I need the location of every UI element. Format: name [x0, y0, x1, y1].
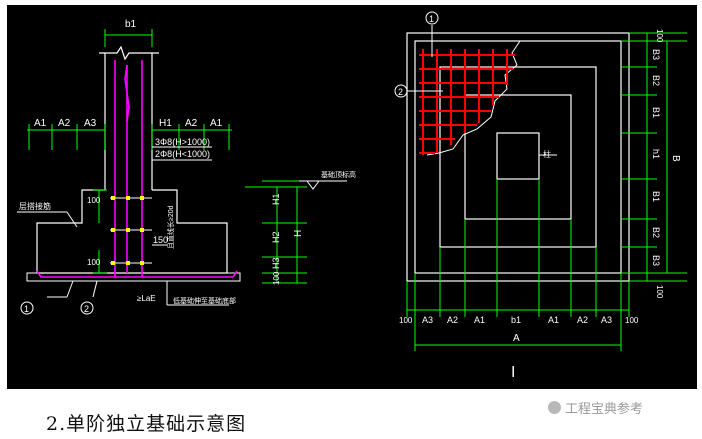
- bottom-note: ≥LaE: [137, 294, 156, 303]
- leaders: [47, 146, 229, 306]
- plan-view: [394, 11, 687, 351]
- label-a1-right: A1: [210, 118, 223, 129]
- rebar-note-1: 3Φ8(H>1000): [155, 137, 210, 147]
- label-h2: H2: [271, 231, 281, 243]
- bottom-dim-6: A2: [577, 315, 588, 325]
- side-dim-1: B3: [651, 49, 661, 60]
- column-label: 柱: [543, 149, 551, 159]
- section-labels: b1 A1 A2 A3 H1 A2 A1 3Φ8(H>1000) 2Φ8(H<1…: [19, 19, 356, 314]
- wechat-icon: [548, 401, 561, 414]
- plan-labels: 柱 1 2 100 B3 B2 B1 h1 B1 B2 B3 100 B 100…: [398, 14, 681, 381]
- side-dim-5: B1: [651, 191, 661, 202]
- side-dim-3: B1: [651, 107, 661, 118]
- label-h1: H1: [271, 193, 281, 205]
- bottom-dim-5: A1: [548, 315, 559, 325]
- column-outline: [99, 45, 159, 190]
- watermark: 工程宝典参考: [548, 398, 643, 417]
- callout-1-left: [20, 301, 34, 315]
- label-a2-right: A2: [185, 118, 198, 129]
- plan-column: [496, 132, 540, 180]
- watermark-text: 工程宝典参考: [565, 401, 644, 416]
- label-B: B: [670, 155, 681, 162]
- figure-caption: 2.单阶独立基础示意图: [46, 413, 247, 435]
- bottom-dim-3: A1: [474, 315, 485, 325]
- bottom-dim-8: 100: [625, 316, 639, 325]
- label-150: 150: [153, 235, 168, 245]
- side-dim-0: 100: [655, 29, 664, 43]
- callout-text-2-plan: 2: [398, 87, 403, 97]
- bottom-dim-0: 100: [399, 316, 413, 325]
- column-rebar: [36, 60, 238, 278]
- bottom-note-2: 低基础伸至基础底部: [173, 296, 236, 305]
- label-a2-left: A2: [58, 118, 71, 129]
- rebar-note-2: 2Φ8(H<1000): [155, 149, 210, 159]
- bottom-dim-7: A3: [601, 315, 612, 325]
- plan-step-1: [414, 40, 622, 274]
- dim-b1: [104, 29, 153, 47]
- plan-blinding: [406, 32, 630, 282]
- footing-outline: [36, 189, 228, 274]
- lap-note: 且直线长≥20d: [166, 205, 175, 249]
- side-dim-4: h1: [651, 149, 661, 159]
- side-dim-7: B3: [651, 255, 661, 266]
- label-a3-left: A3: [84, 118, 97, 129]
- label-a1-left: A1: [34, 118, 47, 129]
- label-100-right: 100: [272, 271, 281, 285]
- dim-side-right: [621, 32, 687, 282]
- callout-1-plan: [425, 11, 439, 25]
- label-h3: H3: [271, 257, 281, 269]
- callout-text-1-plan: 1: [429, 14, 434, 24]
- callout-text-2-left: 2: [84, 304, 89, 314]
- label-A: A: [513, 333, 520, 344]
- cover-note: 层搭接筋: [19, 201, 51, 211]
- stirrup-marks: [111, 196, 144, 265]
- cad-drawing-canvas: b1 A1 A2 A3 H1 A2 A1 3Φ8(H>1000) 2Φ8(H<1…: [7, 5, 697, 389]
- dim-inner-left: [93, 189, 107, 274]
- rebar-mesh: [419, 49, 515, 155]
- ground-level-symbol: [299, 180, 347, 190]
- text-cursor: I: [511, 364, 515, 381]
- dim-heights: [245, 180, 307, 284]
- plan-step-3: [464, 94, 572, 220]
- dim-bottom: [406, 179, 630, 351]
- dim-row-left: [27, 124, 232, 150]
- label-H: H: [293, 230, 304, 237]
- blinding-layer: [26, 272, 241, 282]
- label-100-bot: 100: [87, 258, 101, 267]
- side-dim-8: 100: [655, 285, 664, 299]
- section-view: [17, 29, 347, 315]
- side-dim-6: B2: [651, 227, 661, 238]
- label-b1: b1: [125, 19, 137, 30]
- bottom-dim-2: A2: [447, 315, 458, 325]
- callout-text-1-left: 1: [24, 304, 29, 314]
- ground-note: 基础顶标高: [321, 170, 356, 179]
- plan-step-2: [439, 66, 597, 248]
- callout-2-left: [80, 301, 94, 315]
- stirrups: [110, 197, 152, 264]
- label-a3-right: H1: [159, 118, 172, 129]
- break-line: [426, 40, 521, 156]
- side-dim-2: B2: [651, 75, 661, 86]
- bottom-dim-1: A3: [422, 315, 433, 325]
- bottom-dim-4: b1: [511, 315, 521, 325]
- callout-2-plan: [394, 84, 408, 98]
- label-100-top: 100: [87, 196, 101, 205]
